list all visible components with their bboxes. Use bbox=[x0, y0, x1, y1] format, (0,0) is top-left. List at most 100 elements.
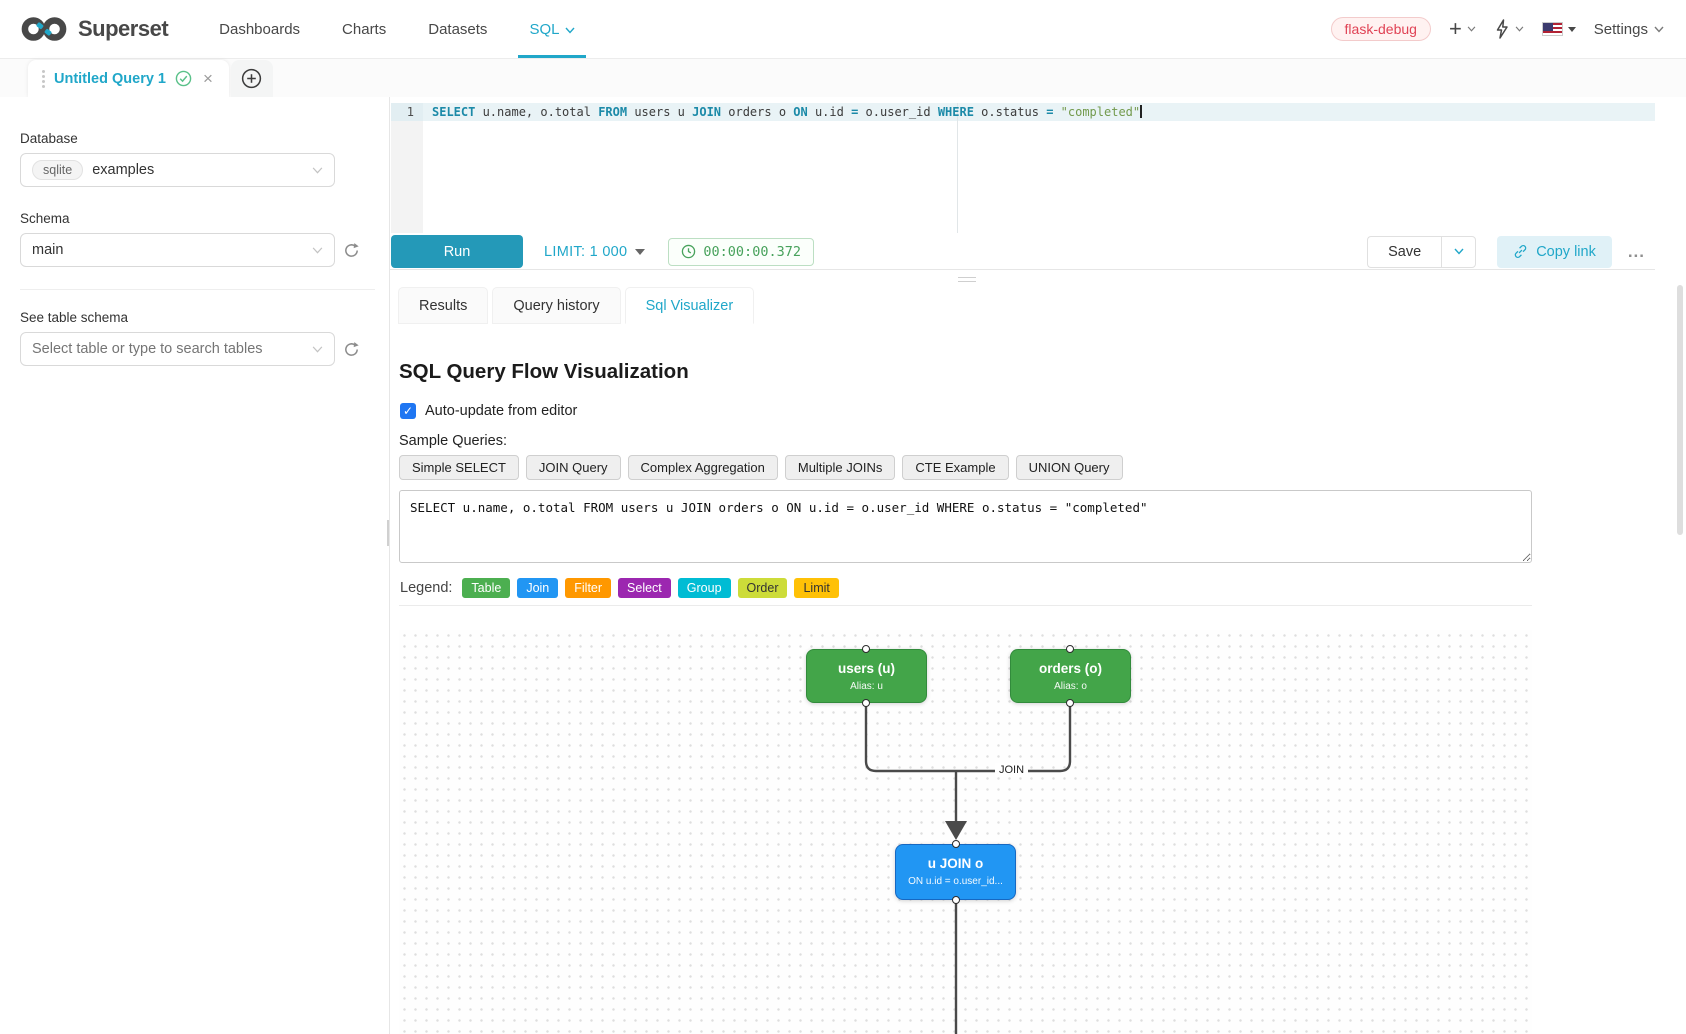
sql-code-editor[interactable]: 1 SELECT u.name, o.total FROM users u JO… bbox=[391, 103, 1655, 233]
legend-label: Legend: bbox=[400, 580, 453, 596]
timer-value: 00:00:00.372 bbox=[703, 243, 801, 260]
database-select[interactable]: sqlite examples bbox=[20, 153, 335, 187]
legend-chip-table: Table bbox=[462, 578, 511, 598]
sql-editor-sidebar: Database sqlite examples Schema main See… bbox=[0, 97, 390, 1034]
table-search-input[interactable] bbox=[32, 341, 303, 357]
nav-links: Dashboards Charts Datasets SQL bbox=[198, 0, 596, 58]
nav-item-datasets[interactable]: Datasets bbox=[428, 20, 488, 38]
legend-chip-select: Select bbox=[618, 578, 671, 598]
language-picker[interactable] bbox=[1541, 22, 1576, 36]
scrollbar-thumb[interactable] bbox=[1677, 285, 1683, 535]
environment-badge: flask-debug bbox=[1330, 17, 1431, 41]
nav-item-sql[interactable]: SQL bbox=[508, 0, 596, 58]
chevron-down-icon bbox=[1454, 248, 1464, 255]
active-line-highlight bbox=[423, 103, 1655, 121]
plus-icon: + bbox=[1448, 16, 1462, 41]
schema-select[interactable]: main bbox=[20, 233, 335, 267]
sample-simple-select-button[interactable]: Simple SELECT bbox=[399, 455, 519, 480]
legend-chip-order: Order bbox=[737, 578, 788, 598]
nav-item-charts[interactable]: Charts bbox=[342, 20, 387, 38]
chevron-down-icon bbox=[312, 166, 323, 174]
node-handle[interactable] bbox=[862, 645, 870, 653]
pane-resize-handle[interactable] bbox=[958, 277, 976, 282]
node-handle[interactable] bbox=[952, 840, 960, 848]
page-title: SQL Query Flow Visualization bbox=[399, 360, 689, 383]
node-users-table[interactable]: users (u) Alias: u bbox=[806, 649, 927, 703]
top-navbar: Superset Dashboards Charts Datasets SQL … bbox=[0, 0, 1686, 59]
query-tab-active[interactable]: Untitled Query 1 × bbox=[28, 60, 229, 97]
results-tabbar: Results Query history Sql Visualizer bbox=[398, 287, 755, 324]
tab-query-history[interactable]: Query history bbox=[492, 287, 621, 324]
lightning-icon bbox=[1496, 19, 1508, 39]
sample-union-query-button[interactable]: UNION Query bbox=[1015, 455, 1123, 480]
us-flag-icon bbox=[1541, 22, 1563, 36]
sample-multiple-joins-button[interactable]: Multiple JOINs bbox=[784, 455, 896, 480]
sql-visualizer-panel: SQL Query Flow Visualization ✓ Auto-upda… bbox=[399, 324, 1532, 1034]
limit-dropdown[interactable]: LIMIT: 1 000 bbox=[544, 244, 646, 260]
check-circle-icon bbox=[175, 70, 192, 87]
results-pane: Results Query history Sql Visualizer SQL… bbox=[390, 273, 1686, 1034]
node-handle[interactable] bbox=[1066, 645, 1074, 653]
query-tabstrip: Untitled Query 1 × bbox=[0, 59, 1686, 97]
schema-label: Schema bbox=[20, 211, 70, 226]
more-menu-button[interactable]: ... bbox=[1627, 241, 1645, 261]
panel-divider bbox=[399, 605, 1532, 606]
refresh-schema-icon[interactable] bbox=[343, 242, 360, 259]
flow-canvas[interactable]: JOIN users (u) Alias: u orders (o) Alias… bbox=[399, 630, 1532, 1034]
tab-results[interactable]: Results bbox=[398, 287, 489, 324]
copy-link-button[interactable]: Copy link bbox=[1497, 235, 1612, 268]
tab-sql-visualizer[interactable]: Sql Visualizer bbox=[624, 287, 755, 324]
new-query-tab-button[interactable] bbox=[230, 60, 273, 97]
node-orders-table[interactable]: orders (o) Alias: o bbox=[1010, 649, 1131, 703]
save-options-button[interactable] bbox=[1441, 235, 1477, 268]
query-tab-title: Untitled Query 1 bbox=[54, 70, 166, 87]
node-handle[interactable] bbox=[1066, 699, 1074, 707]
refresh-tables-icon[interactable] bbox=[343, 341, 360, 358]
sample-query-buttons: Simple SELECT JOIN Query Complex Aggrega… bbox=[399, 455, 1123, 480]
close-icon[interactable]: × bbox=[203, 68, 213, 88]
sidebar-divider bbox=[20, 289, 375, 290]
edge-label-join: JOIN bbox=[995, 763, 1029, 777]
chevron-down-icon bbox=[565, 27, 575, 34]
brand-name: Superset bbox=[78, 16, 169, 41]
plus-circle-icon bbox=[242, 68, 262, 89]
save-split-button: Save bbox=[1367, 235, 1477, 268]
auto-update-checkbox-row[interactable]: ✓ Auto-update from editor bbox=[400, 403, 577, 419]
legend-chip-filter: Filter bbox=[565, 578, 612, 598]
query-search-button[interactable] bbox=[1494, 19, 1524, 39]
sample-complex-aggregation-button[interactable]: Complex Aggregation bbox=[627, 455, 778, 480]
caret-down-icon bbox=[635, 248, 646, 255]
drag-handle-icon[interactable] bbox=[42, 69, 45, 88]
clock-icon bbox=[682, 244, 696, 259]
sql-editor-main: 1 SELECT u.name, o.total FROM users u JO… bbox=[390, 97, 1686, 1034]
query-textarea[interactable]: SELECT u.name, o.total FROM users u JOIN… bbox=[399, 490, 1532, 563]
sql-code-line: SELECT u.name, o.total FROM users u JOIN… bbox=[432, 105, 1142, 119]
line-number: 1 bbox=[391, 103, 423, 121]
chevron-down-icon bbox=[312, 345, 323, 353]
text-cursor bbox=[1140, 105, 1142, 118]
chevron-down-icon bbox=[312, 246, 323, 254]
new-item-button[interactable]: + bbox=[1448, 16, 1476, 41]
sample-join-query-button[interactable]: JOIN Query bbox=[525, 455, 621, 480]
print-margin bbox=[957, 103, 958, 233]
sample-queries-label: Sample Queries: bbox=[399, 433, 507, 449]
checkbox-checked-icon[interactable]: ✓ bbox=[400, 403, 416, 419]
query-timer: 00:00:00.372 bbox=[668, 237, 814, 266]
auto-update-label: Auto-update from editor bbox=[425, 403, 578, 419]
sample-cte-example-button[interactable]: CTE Example bbox=[902, 455, 1009, 480]
legend: Legend: Table Join Filter Select Group O… bbox=[400, 578, 839, 598]
node-join[interactable]: u JOIN o ON u.id = o.user_id... bbox=[895, 844, 1016, 900]
table-schema-label: See table schema bbox=[20, 310, 129, 325]
legend-chip-join: Join bbox=[517, 578, 559, 598]
node-handle[interactable] bbox=[952, 896, 960, 904]
table-select[interactable] bbox=[20, 332, 335, 366]
node-handle[interactable] bbox=[862, 699, 870, 707]
nav-item-dashboards[interactable]: Dashboards bbox=[219, 20, 301, 38]
save-button[interactable]: Save bbox=[1367, 235, 1442, 268]
settings-menu[interactable]: Settings bbox=[1594, 21, 1664, 38]
sidebar-resize-handle[interactable] bbox=[387, 520, 391, 546]
run-button[interactable]: Run bbox=[391, 235, 523, 268]
navbar-right: flask-debug + Settings bbox=[1330, 16, 1664, 41]
superset-logo[interactable]: Superset bbox=[18, 14, 169, 44]
